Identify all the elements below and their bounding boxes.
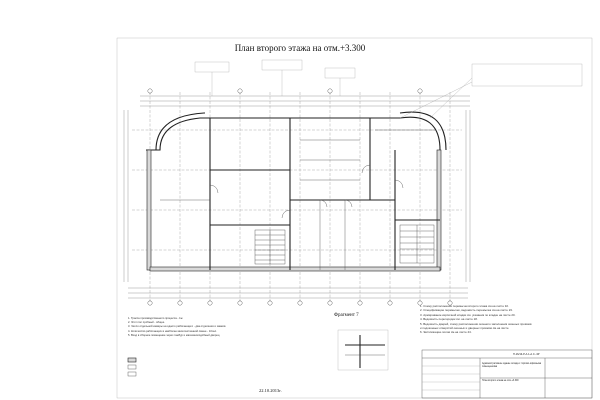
door-swings: [209, 164, 404, 219]
interior-walls: [160, 118, 440, 270]
note-item: 4. Количество работающих в наиболее мног…: [128, 329, 217, 333]
callout-leaders: [194, 59, 583, 119]
drawing-date: 22.10.2013г.: [259, 388, 282, 393]
right-dimension-lines: [465, 110, 471, 282]
note-item: 1. Трасса производственного процесса - 1…: [128, 317, 184, 320]
top-dimension-lines: [140, 95, 470, 107]
note-item: 6. Экспликацию полов см.на листе 44.: [420, 330, 472, 335]
note-item: 3. Армирование кирпичной кладки см. указ…: [420, 312, 516, 317]
note-item: 3. Число отдельной камеры на одного рабо…: [128, 325, 227, 329]
note-item: 2. Спецификацию перемычек, ведомость пер…: [420, 308, 513, 313]
title-block-description: Административное здание склада с торгово…: [482, 363, 542, 369]
note-item: 5. Вход в сборное помещение через тамбур…: [128, 333, 221, 337]
axis-markers: [147, 88, 453, 306]
left-dimension-lines: [123, 110, 129, 282]
note-item: 2. Этот пол пробный - общее.: [128, 321, 165, 325]
note-item: 1. Схему расположения перемычек второго …: [420, 304, 509, 308]
plan-title: План второго этажа на отм.+3.300: [234, 43, 366, 53]
bottom-dimension-lines: [128, 287, 468, 299]
note-item: и подоконных отверстий оконных и дверных…: [420, 326, 509, 331]
fragment-detail: [337, 329, 389, 371]
title-block: [421, 349, 593, 399]
exterior-walls: [146, 111, 447, 272]
note-item: 4. Ведомость перегородок см. на листе 18…: [420, 317, 478, 322]
general-notes: 1. Трасса производственного процесса - 1…: [128, 317, 226, 338]
document-code: П-16/13-Р-А.1-А.С.-3Р: [513, 353, 540, 356]
legend: [127, 357, 137, 377]
note-item: 5. Ведомость дверей, схему расположения …: [420, 321, 532, 326]
staircase: [254, 224, 435, 265]
sheet-frame: [116, 37, 593, 399]
reference-notes: 1. Схему расположения перемычек второго …: [420, 304, 580, 335]
sheet-name: План второго этажа на отм.+3.300: [482, 380, 519, 382]
fragment-title: Фрагмент 7: [334, 313, 359, 318]
